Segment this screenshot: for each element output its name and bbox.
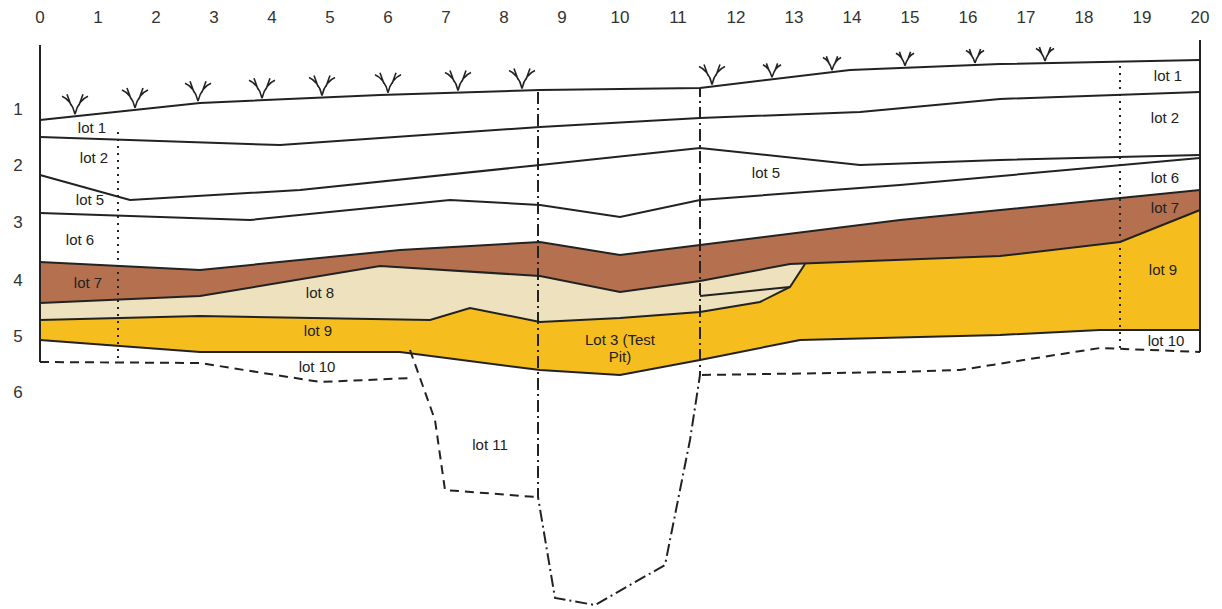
plant-symbol (966, 49, 984, 63)
plant-symbol (62, 94, 88, 114)
depth-number: 3 (13, 213, 22, 233)
scale-number: 9 (557, 8, 566, 28)
scale-number: 7 (441, 8, 450, 28)
scale-number: 0 (35, 8, 44, 28)
ground-surface (40, 60, 1200, 120)
depth-number: 5 (13, 327, 22, 347)
lot-label: lot 8 (306, 284, 334, 301)
plant-symbol (122, 88, 148, 108)
lot-label: lot 1 (78, 119, 106, 136)
depth-number: 6 (13, 383, 22, 403)
vegetation-symbols (62, 47, 1054, 114)
scale-number: 19 (1133, 8, 1152, 28)
scale-number: 11 (669, 8, 687, 28)
lot-label: lot 10 (299, 358, 336, 375)
lot-label: lot 10 (1148, 332, 1185, 349)
plant-symbol (445, 71, 471, 91)
scale-number: 16 (959, 8, 978, 28)
scale-number: 6 (383, 8, 392, 28)
lot-label: lot 7 (74, 274, 102, 291)
scale-number: 3 (209, 8, 218, 28)
test-pit-outline (538, 88, 700, 605)
dashed-boundaries (40, 348, 1200, 497)
lot-label: lot 11 (472, 436, 508, 453)
plant-symbol (699, 65, 725, 85)
scale-number: 1 (93, 8, 102, 28)
lot-label: lot 5 (752, 164, 780, 181)
scale-number: 17 (1017, 8, 1036, 28)
depth-number: 2 (13, 156, 22, 176)
plant-symbol (249, 78, 275, 98)
lot-label: lot 1 (1154, 67, 1182, 84)
lot-label: lot 2 (80, 149, 108, 166)
lot-label: lot 6 (1151, 169, 1179, 186)
scale-number: 8 (499, 8, 508, 28)
scale-number: 4 (267, 8, 276, 28)
plant-symbol (509, 69, 535, 89)
lot7-fill (40, 190, 1200, 303)
lot-label: lot 5 (76, 191, 104, 208)
scale-number: 12 (727, 8, 746, 28)
scale-number: 13 (785, 8, 804, 28)
plant-symbol (375, 73, 401, 93)
scale-number: 15 (901, 8, 920, 28)
scale-number: 20 (1191, 8, 1210, 28)
plant-symbol (1036, 47, 1054, 61)
scale-number: 5 (325, 8, 334, 28)
lot-label: Lot 3 (Test Pit) (580, 331, 660, 366)
plant-symbol (823, 56, 841, 70)
lot-label: lot 9 (1149, 261, 1177, 278)
lot-label: lot 7 (1151, 199, 1179, 216)
scale-number: 2 (151, 8, 160, 28)
layer-lines (40, 40, 1200, 375)
depth-number: 4 (13, 271, 22, 291)
scale-number: 18 (1075, 8, 1094, 28)
plant-symbol (309, 76, 335, 96)
plant-symbol (185, 81, 211, 101)
lot-label: lot 2 (1151, 109, 1179, 126)
lot-label: lot 6 (66, 231, 94, 248)
scale-number: 14 (843, 8, 862, 28)
plant-symbol (763, 63, 781, 77)
dotted-lines (118, 66, 1120, 360)
plant-symbol (896, 52, 914, 66)
depth-number: 1 (13, 100, 22, 120)
lot-label: lot 9 (304, 322, 332, 339)
scale-number: 10 (611, 8, 630, 28)
